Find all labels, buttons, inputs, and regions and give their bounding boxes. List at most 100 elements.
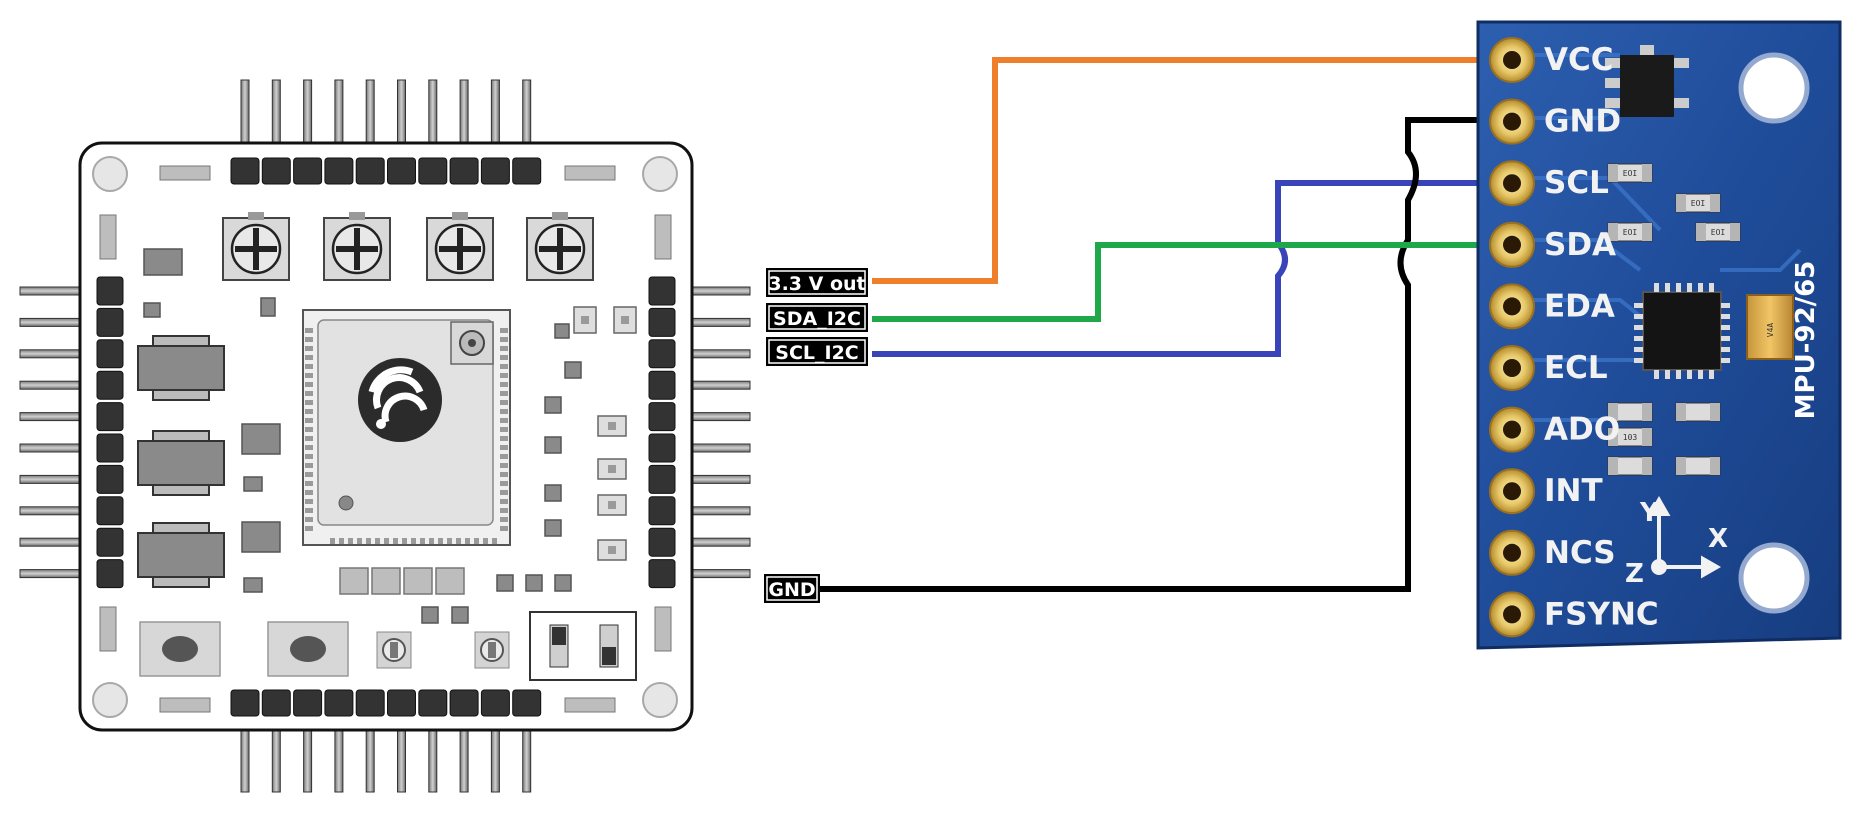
castellation [492, 538, 497, 544]
wire-sda [872, 242, 1505, 322]
sensor-pin-eda: EDA [1489, 283, 1615, 330]
axis-x-label: X [1708, 524, 1728, 554]
header-pin-block [648, 433, 676, 463]
sensor-pin-sda: SDA [1489, 221, 1616, 268]
imu-leg [1634, 358, 1643, 363]
sensor-pin-label: NCS [1544, 535, 1616, 571]
smd-resistor: EOI [1675, 193, 1721, 213]
imu-leg [1634, 336, 1643, 341]
castellation [429, 538, 434, 544]
sensor-pin-hole [1503, 420, 1521, 439]
header-pin-block [648, 339, 676, 369]
label-gnd-text: GND [768, 579, 815, 601]
imu-leg [1634, 325, 1643, 330]
castellation [474, 538, 479, 544]
header-pin-block [480, 689, 510, 717]
castellation [366, 538, 371, 544]
sensor-pin-label: SDA [1544, 227, 1616, 263]
header-pin-block [648, 559, 676, 589]
sensor-pin-label: SCL [1544, 165, 1609, 201]
castellation [500, 427, 508, 432]
label-scl-i2c-text: SCL_I2C [775, 342, 858, 364]
castellation [305, 508, 313, 513]
imu-leg [1634, 347, 1643, 352]
header-pin-block [648, 370, 676, 400]
smd-resistor-cap [1710, 457, 1720, 475]
top-header-pins [240, 79, 532, 161]
controller-board [19, 79, 751, 793]
potentiometer-slot [235, 246, 277, 252]
sensor-pin-hole [1503, 482, 1521, 501]
smd-resistor: 103 [1607, 427, 1653, 447]
smd-resistor-cap [1608, 164, 1618, 182]
castellation [305, 526, 313, 531]
smd-resistor-cap [1608, 428, 1618, 446]
header-pin-block [96, 464, 124, 494]
castellation [305, 364, 313, 369]
castellation [500, 472, 508, 477]
imu-chip-legs [1634, 283, 1730, 379]
wire-vcc [872, 57, 1505, 284]
smd-resistor [1607, 402, 1653, 422]
header-pin-block [512, 689, 542, 717]
smd-resistor-cap [1730, 223, 1740, 241]
header-pin-block [96, 559, 124, 589]
right-header-block [648, 276, 676, 589]
imu-leg [1665, 370, 1670, 379]
sensor-pin-ncs: NCS [1489, 529, 1616, 576]
potentiometer-leg [552, 212, 568, 220]
castellation [305, 409, 313, 414]
potentiometer [426, 212, 494, 281]
potentiometers [222, 212, 594, 281]
castellation [305, 436, 313, 441]
smd-resistor-marking: EOI [1691, 199, 1706, 208]
bottom-header-block [230, 689, 542, 717]
castellation [465, 538, 470, 544]
pad-strip [339, 567, 465, 595]
smd-resistor-cap [1608, 457, 1618, 475]
boot-button [267, 621, 349, 677]
castellation [305, 499, 313, 504]
tantalum-capacitor: V4A [1746, 294, 1794, 360]
header-pin-block [648, 527, 676, 557]
castellation [305, 418, 313, 423]
header-pin-block [230, 689, 260, 717]
imu-leg [1721, 358, 1730, 363]
castellation [305, 490, 313, 495]
castellation [305, 355, 313, 360]
imu-leg [1687, 370, 1692, 379]
potentiometer-leg [452, 212, 468, 220]
castellation [438, 538, 443, 544]
potentiometer-slot [539, 246, 581, 252]
label-sda-i2c: SDA_I2C [766, 303, 868, 332]
castellation [500, 481, 508, 486]
castellation [500, 337, 508, 342]
castellation [500, 328, 508, 333]
sensor-pin-hole [1503, 359, 1521, 377]
smd-resistor-cap [1642, 223, 1652, 241]
wire-gnd [818, 117, 1505, 592]
smd-resistor [1607, 456, 1653, 476]
sensor-pin-label: EDA [1544, 288, 1615, 324]
castellation [500, 526, 508, 531]
potentiometer-leg [248, 212, 264, 220]
castellation [305, 463, 313, 468]
castellation [500, 436, 508, 441]
castellation [411, 538, 416, 544]
castellation [500, 499, 508, 504]
imu-leg [1698, 283, 1703, 292]
smd-resistor-cap [1642, 164, 1652, 182]
imu-leg [1709, 370, 1714, 379]
potentiometer [222, 212, 290, 281]
castellation [330, 538, 335, 544]
imu-leg [1721, 325, 1730, 330]
castellation [500, 373, 508, 378]
castellation [500, 418, 508, 423]
potentiometer [323, 212, 391, 281]
header-pin-block [261, 689, 291, 717]
header-pin-block [96, 339, 124, 369]
header-pin-block [324, 157, 354, 185]
